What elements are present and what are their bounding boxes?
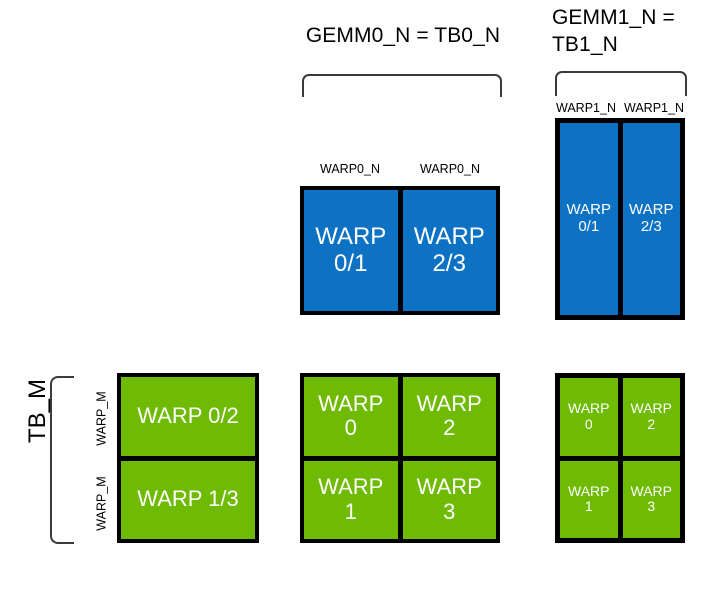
- blue-block-gemm1: WARP 0/1 WARP 2/3: [555, 118, 685, 320]
- tb-m-label: TB_M: [24, 379, 51, 444]
- cell-divider: [121, 455, 255, 461]
- green-block-left: WARP 0/2 WARP 1/3: [117, 373, 259, 543]
- warp1-n-caption-left: WARP1_N: [556, 101, 616, 115]
- green-right-cell-warp-3: WARP 3: [622, 460, 680, 538]
- cell-divider: [617, 460, 623, 538]
- cell-divider: [397, 377, 403, 456]
- cell-divider: [397, 190, 403, 311]
- cell-divider: [617, 123, 623, 315]
- warp0-n-caption-right: WARP0_N: [420, 162, 480, 176]
- blue-block-gemm0: WARP 0/1 WARP 2/3: [300, 186, 500, 315]
- green-mid-cell-warp-3: WARP 3: [402, 460, 496, 539]
- gemm1-n-title: GEMM1_N = TB1_N: [552, 6, 675, 56]
- gemm0-span-bracket: [302, 74, 502, 97]
- blue-cell-warp-2-3: WARP 2/3: [402, 190, 496, 311]
- green-block-middle: WARP 0 WARP 2 WARP 1 WARP 3: [300, 373, 500, 543]
- gemm1-span-bracket: [555, 71, 687, 96]
- green-mid-cell-warp-2: WARP 2: [402, 377, 496, 456]
- gemm0-n-title: GEMM0_N = TB0_N: [305, 24, 501, 47]
- warp-m-caption-top: WARP_M: [94, 391, 109, 446]
- blue-right-cell-warp-0-1: WARP 0/1: [560, 123, 618, 315]
- tb-m-span-bracket: [50, 376, 74, 544]
- cell-divider: [560, 455, 680, 461]
- green-left-cell-warp-1-3: WARP 1/3: [121, 460, 255, 539]
- green-left-cell-warp-0-2: WARP 0/2: [121, 377, 255, 456]
- warp-m-caption-bottom: WARP_M: [94, 476, 109, 531]
- green-right-cell-warp-0: WARP 0: [560, 378, 618, 456]
- warp1-n-caption-right: WARP1_N: [624, 101, 684, 115]
- cell-divider: [397, 460, 403, 539]
- cell-divider: [304, 455, 496, 461]
- green-block-right: WARP 0 WARP 2 WARP 1 WARP 3: [555, 373, 685, 543]
- blue-right-cell-warp-2-3: WARP 2/3: [622, 123, 680, 315]
- green-right-cell-warp-2: WARP 2: [622, 378, 680, 456]
- cell-divider: [617, 378, 623, 456]
- green-mid-cell-warp-1: WARP 1: [304, 460, 398, 539]
- blue-cell-warp-0-1: WARP 0/1: [304, 190, 398, 311]
- warp0-n-caption-left: WARP0_N: [320, 162, 380, 176]
- green-right-cell-warp-1: WARP 1: [560, 460, 618, 538]
- green-mid-cell-warp-0: WARP 0: [304, 377, 398, 456]
